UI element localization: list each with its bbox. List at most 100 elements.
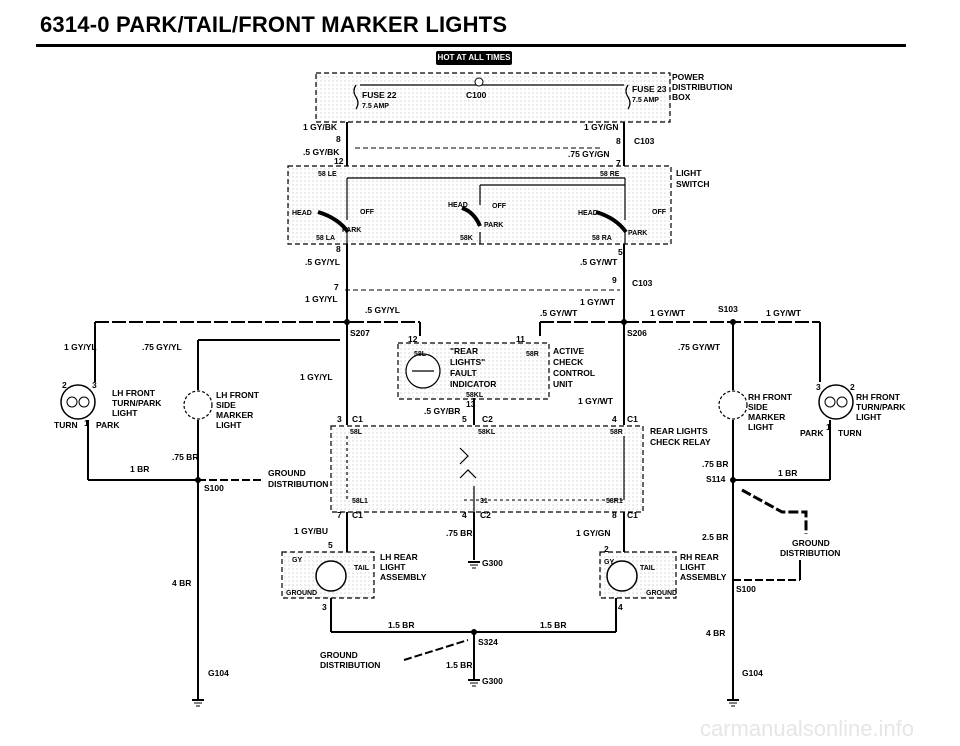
ground-distribution-right-label: GROUND (792, 538, 830, 548)
svg-text:CONTROL: CONTROL (553, 368, 595, 378)
svg-text:1 GY/WT: 1 GY/WT (650, 308, 686, 318)
svg-text:C103: C103 (632, 278, 653, 288)
svg-text:.75 GY/WT: .75 GY/WT (678, 342, 721, 352)
svg-text:12: 12 (334, 156, 344, 166)
svg-text:UNIT: UNIT (553, 379, 574, 389)
svg-text:PARK: PARK (628, 230, 647, 237)
active-check-control-label: ACTIVE (553, 346, 585, 356)
svg-text:C103: C103 (634, 136, 655, 146)
ground-distribution-bottom-label: GROUND (320, 650, 358, 660)
svg-text:3: 3 (92, 380, 97, 390)
svg-text:LIGHT: LIGHT (680, 562, 706, 572)
svg-text:1 GY/GN: 1 GY/GN (576, 528, 610, 538)
ground-g104-right (727, 699, 739, 707)
svg-text:5: 5 (462, 414, 467, 424)
svg-text:1 GY/BU: 1 GY/BU (294, 526, 328, 536)
svg-text:3: 3 (816, 382, 821, 392)
fuse-22-label: FUSE 22 (362, 90, 397, 100)
svg-text:58R1: 58R1 (606, 498, 623, 505)
svg-text:LIGHT: LIGHT (380, 562, 406, 572)
svg-text:INDICATOR: INDICATOR (450, 379, 496, 389)
svg-text:7: 7 (616, 158, 621, 168)
svg-text:PARK: PARK (484, 222, 503, 229)
svg-text:DISTRIBUTION: DISTRIBUTION (780, 548, 840, 558)
svg-text:TURN/PARK: TURN/PARK (856, 402, 906, 412)
svg-text:58L1: 58L1 (352, 498, 368, 505)
svg-text:PARK: PARK (800, 428, 824, 438)
rh-front-side-marker (718, 390, 748, 420)
svg-text:1: 1 (826, 422, 831, 432)
svg-text:4: 4 (612, 414, 617, 424)
svg-text:4 BR: 4 BR (706, 628, 725, 638)
svg-text:PARK: PARK (342, 227, 361, 234)
svg-text:C1: C1 (627, 414, 638, 424)
svg-text:S103: S103 (718, 304, 738, 314)
svg-text:GY: GY (292, 557, 302, 564)
svg-text:DISTRIBUTION: DISTRIBUTION (268, 479, 328, 489)
svg-text:LIGHT: LIGHT (216, 420, 242, 430)
svg-text:11: 11 (516, 334, 525, 344)
svg-text:HEAD: HEAD (578, 210, 598, 217)
svg-text:2.5 BR: 2.5 BR (702, 532, 728, 542)
svg-text:1 GY/BK: 1 GY/BK (303, 122, 338, 132)
svg-text:1.5 BR: 1.5 BR (446, 660, 472, 670)
svg-text:9: 9 (612, 275, 617, 285)
svg-text:.5 GY/BR: .5 GY/BR (424, 406, 460, 416)
svg-text:LIGHT: LIGHT (748, 422, 774, 432)
svg-text:.5 GY/YL: .5 GY/YL (365, 305, 400, 315)
svg-text:13: 13 (466, 399, 476, 409)
svg-text:FAULT: FAULT (450, 368, 478, 378)
svg-text:BOX: BOX (672, 92, 691, 102)
svg-text:S324: S324 (478, 637, 498, 647)
lh-side-marker-label: LH FRONT (216, 390, 260, 400)
fuse-23-label: FUSE 23 (632, 84, 667, 94)
svg-text:C1: C1 (352, 414, 363, 424)
svg-text:SIDE: SIDE (216, 400, 236, 410)
svg-text:DISTRIBUTION: DISTRIBUTION (320, 660, 380, 670)
svg-text:C1: C1 (627, 510, 638, 520)
svg-text:58L: 58L (414, 351, 427, 358)
svg-text:PARK: PARK (96, 420, 120, 430)
svg-text:GROUND: GROUND (286, 590, 317, 597)
title-rule (36, 44, 906, 47)
svg-text:1.5 BR: 1.5 BR (540, 620, 566, 630)
svg-text:ASSEMBLY: ASSEMBLY (680, 572, 727, 582)
svg-text:S100: S100 (736, 584, 756, 594)
svg-text:C2: C2 (480, 510, 491, 520)
svg-text:C2: C2 (482, 414, 493, 424)
watermark: carmanualsonline.info (700, 716, 914, 741)
svg-text:2: 2 (604, 544, 609, 554)
svg-text:LIGHT: LIGHT (112, 408, 138, 418)
svg-text:ASSEMBLY: ASSEMBLY (380, 572, 427, 582)
svg-text:8: 8 (336, 244, 341, 254)
lh-front-turn-park-light (60, 384, 96, 420)
svg-text:CHECK RELAY: CHECK RELAY (650, 437, 711, 447)
svg-text:31: 31 (480, 498, 488, 505)
svg-text:.75 BR: .75 BR (172, 452, 198, 462)
svg-text:8: 8 (612, 510, 617, 520)
power-distribution-box (315, 72, 671, 123)
svg-text:G104: G104 (742, 668, 763, 678)
power-distribution-label: POWER (672, 72, 704, 82)
svg-text:58 RA: 58 RA (592, 235, 612, 242)
svg-text:MARKER: MARKER (216, 410, 253, 420)
svg-text:HEAD: HEAD (448, 202, 468, 209)
svg-text:3: 3 (322, 602, 327, 612)
ground-g104-left (192, 699, 204, 707)
svg-text:4 BR: 4 BR (172, 578, 191, 588)
svg-text:1: 1 (84, 418, 89, 428)
svg-text:TURN: TURN (54, 420, 78, 430)
svg-text:CHECK: CHECK (553, 357, 584, 367)
svg-text:G104: G104 (208, 668, 229, 678)
svg-text:SWITCH: SWITCH (676, 179, 710, 189)
rh-side-marker-label: RH FRONT (748, 392, 793, 402)
svg-text:OFF: OFF (652, 209, 667, 216)
svg-text:.5 GY/YL: .5 GY/YL (305, 257, 340, 267)
svg-text:5: 5 (618, 247, 623, 257)
lh-front-turn-park-label: LH FRONT (112, 388, 156, 398)
svg-text:5: 5 (328, 540, 333, 550)
svg-text:2: 2 (62, 380, 67, 390)
svg-text:1 GY/YL: 1 GY/YL (305, 294, 338, 304)
svg-text:1 GY/YL: 1 GY/YL (300, 372, 333, 382)
